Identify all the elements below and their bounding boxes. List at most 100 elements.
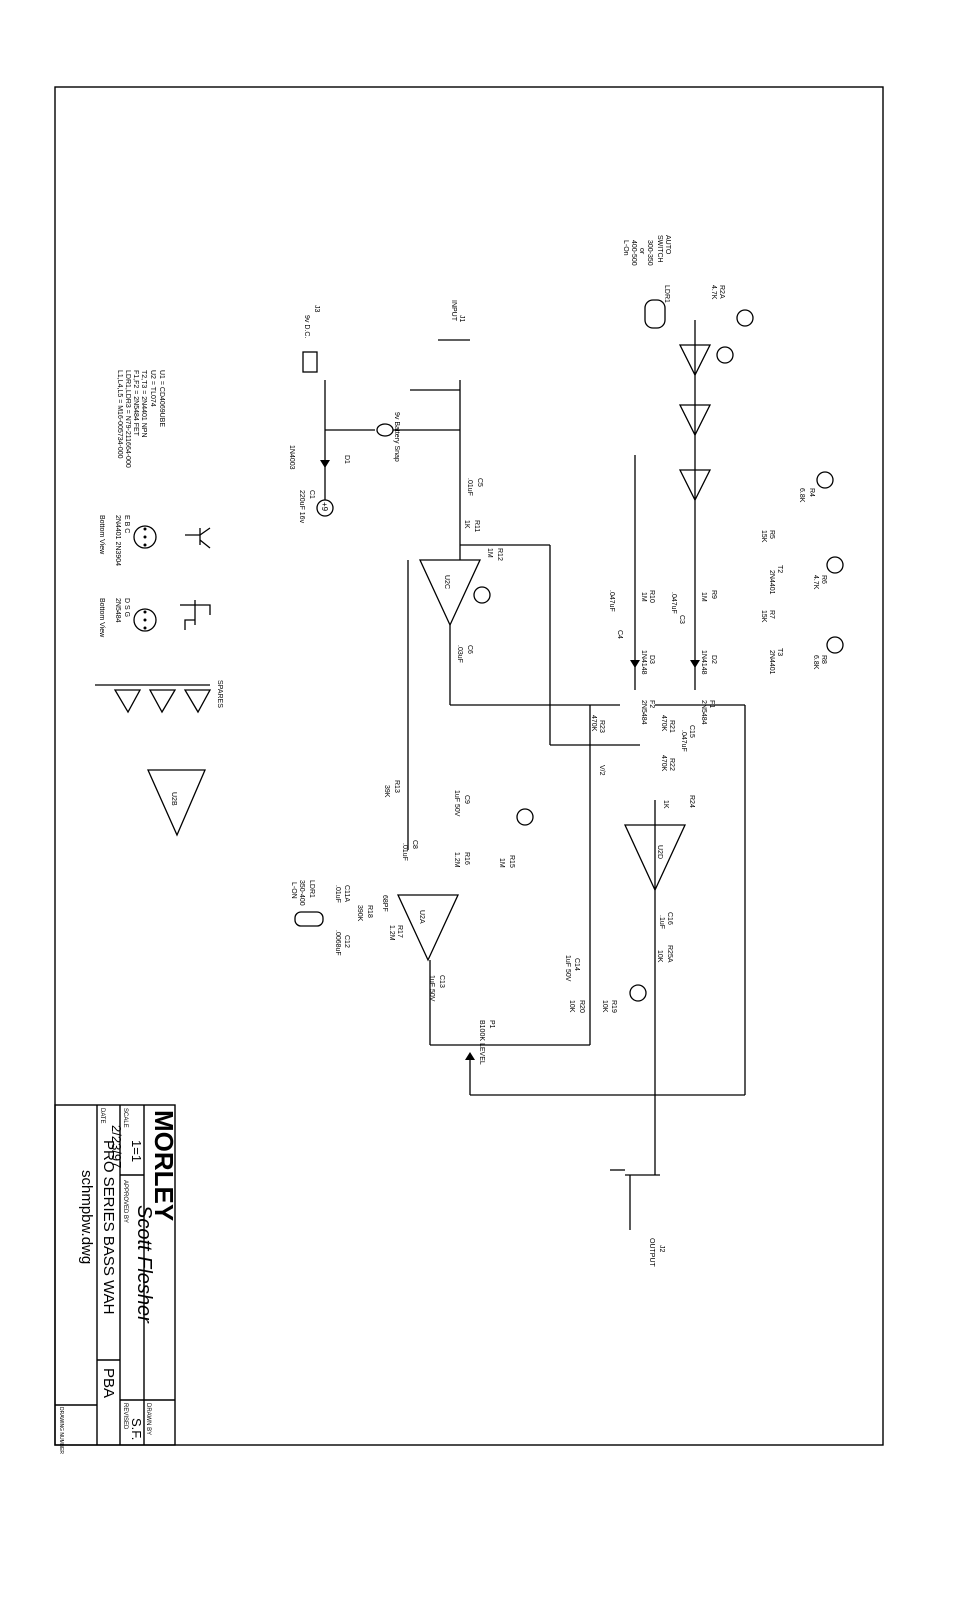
r2a-ref: R2A xyxy=(718,285,725,299)
r19-value: 10K xyxy=(601,1000,608,1013)
c1-ref: C1 xyxy=(308,490,315,499)
p1-value: B100K LEVEL xyxy=(478,1020,485,1065)
parts-list-line: L1,L4,L5 = M16-005734-000 xyxy=(116,370,123,459)
r16-ref: R16 xyxy=(463,852,470,865)
r11-ref: R11 xyxy=(473,520,480,532)
r24-value: 1K xyxy=(662,800,669,809)
spares-title: SPARES xyxy=(216,680,223,708)
c9-value: 1uF 50V xyxy=(453,790,460,817)
drawing-title: PRO SERIES BASS WAH xyxy=(100,1140,117,1315)
r18-ref: R18 xyxy=(366,905,373,918)
pinout-npn: E B C 2N4401 2N3904 Bottom View xyxy=(98,515,211,566)
sheet-border xyxy=(54,86,884,1446)
ldr3-ref: LDR1 xyxy=(308,880,315,898)
r13-value: 39K xyxy=(383,785,390,798)
r16-value: 1.2M xyxy=(453,852,460,868)
led-drivers: R4 6.8K R5 15K R6 4.7K T2 2N4401 R7 15K … xyxy=(760,471,844,675)
parts-list-line: U2 = TL074 xyxy=(149,370,156,407)
company-logo: MORLEY xyxy=(149,1110,179,1221)
c9-ref: C9 xyxy=(463,795,470,804)
j1-name: INPUT xyxy=(450,300,457,322)
parts-list-line: U1 = CD4069UBE xyxy=(158,370,165,427)
spare-inverters: SPARES U2B xyxy=(95,680,223,837)
d3-ref: D3 xyxy=(648,655,655,664)
ldr3-note: L-ON xyxy=(290,882,297,899)
f1-value: 2N5484 xyxy=(700,700,707,725)
level-section: P1 B100K LEVEL C14 1uF 50V R20 10K R19 1… xyxy=(465,955,647,1095)
j2-name: OUTPUT xyxy=(648,1238,655,1268)
r17-ref: R17 xyxy=(396,925,403,938)
c12-ref: C12 xyxy=(343,935,350,948)
u2a-stage: U2A R13 39K C9 1uF 50V C8 .01uF R16 1.2M… xyxy=(290,780,534,1002)
c15-value: .047uF xyxy=(680,730,687,752)
r2a-value: 4.7K xyxy=(710,285,717,300)
approved-label: APPROVED BY xyxy=(122,1180,128,1223)
r7-ref: R7 xyxy=(768,610,775,619)
drawing-filename: schmpbw.dwg xyxy=(78,1170,95,1264)
j2-ref: J2 xyxy=(658,1245,665,1253)
j3-name: 9v D.C. xyxy=(303,315,310,338)
pinout-npn-part: 2N4401 2N3904 xyxy=(114,515,121,566)
r6-value: 4.7K xyxy=(812,575,819,590)
r23-ref: R23 xyxy=(598,720,605,733)
r21-value: 470K xyxy=(660,715,667,732)
c4-value: .047uF xyxy=(608,590,615,612)
u2b-label: U2B xyxy=(170,792,177,806)
parts-list-line: F1,F2 = 2N5484 FET xyxy=(132,370,139,437)
auto-switch-text: AUTO xyxy=(664,235,671,255)
fet-control: R10 1M C4 .047uF D3 1N4148 R9 1M C3 .047… xyxy=(590,590,717,809)
r17-value: 1.2M xyxy=(388,925,395,941)
pinout-fet-part: 2N5484 xyxy=(114,598,121,623)
pinout-fet: D S G 2N5484 Bottom View xyxy=(98,598,211,638)
parts-list: U1 = CD4069UBE U2 = TL074 T2,T3 = 2N4401… xyxy=(116,370,165,468)
c3-ref: C3 xyxy=(678,615,685,624)
parts-list-line: LDR1,LDR3 = N79-211664-000 xyxy=(124,370,131,468)
battery-snap-label: 9v Battery Snap xyxy=(393,412,400,462)
auto-switch-text: or xyxy=(638,248,645,255)
r22-ref: R22 xyxy=(668,758,675,771)
auto-switch: AUTO SWITCH 300-350 or 400-500 L-On LDR1… xyxy=(622,235,754,502)
d2-ref: D2 xyxy=(710,655,717,664)
c4-ref: C4 xyxy=(616,630,623,639)
power-label: +9 xyxy=(320,502,329,512)
r18-value: 390K xyxy=(356,905,363,922)
r9-value: 1M xyxy=(700,592,707,602)
f2-value: 2N5484 xyxy=(640,700,647,725)
u2d-stage: U2D C16 .1uF R25A 10K xyxy=(623,824,687,963)
drawn-label: DRAWN BY xyxy=(145,1403,151,1435)
c3-value: .047uF xyxy=(670,592,677,614)
input-jack: J1 INPUT C5 .01uF R11 1K xyxy=(410,300,483,532)
pinout-fet-pins: D S G xyxy=(123,598,130,617)
r5-value: 15K xyxy=(760,530,767,543)
title-block: MORLEY SCALE 1=1 DATE 2/23/97 APPROVED B… xyxy=(54,1104,179,1454)
r15-value: 1M xyxy=(498,858,505,868)
r12-value: 1M xyxy=(486,548,493,558)
c8-ref: C8 xyxy=(411,840,418,849)
drawn-value: S.F. xyxy=(129,1418,144,1440)
c6-ref: C6 xyxy=(466,645,473,654)
u2a-label: U2A xyxy=(418,910,425,924)
main-wiring xyxy=(429,320,746,1175)
u2c-opamp xyxy=(418,559,482,627)
output-jack: J2 OUTPUT xyxy=(610,1169,665,1268)
r8-ref: R8 xyxy=(820,655,827,664)
t3-ref: T3 xyxy=(776,648,783,656)
vhalf-label: V/2 xyxy=(598,765,605,776)
r25a-value: 10K xyxy=(656,950,663,963)
t2-ref: T2 xyxy=(776,565,783,573)
f2-ref: F2 xyxy=(648,700,655,708)
j3-ref: J3 xyxy=(313,305,320,313)
auto-switch-text: SWITCH xyxy=(656,235,663,263)
r21-ref: R21 xyxy=(668,720,675,733)
ldr3-note: 350-400 xyxy=(298,880,305,906)
r7-value: 15K xyxy=(760,610,767,623)
pinout-npn-pins: E B C xyxy=(123,515,130,533)
power-section: J3 9v D.C. 9v Battery Snap D1 1N4003 C1 … xyxy=(288,305,460,524)
c14-ref: C14 xyxy=(573,958,580,971)
c6-value: .03uF xyxy=(456,645,463,663)
r12-ref: R12 xyxy=(496,548,503,561)
r4-value: 6.8K xyxy=(798,488,805,503)
r19-ref: R19 xyxy=(610,1000,617,1013)
